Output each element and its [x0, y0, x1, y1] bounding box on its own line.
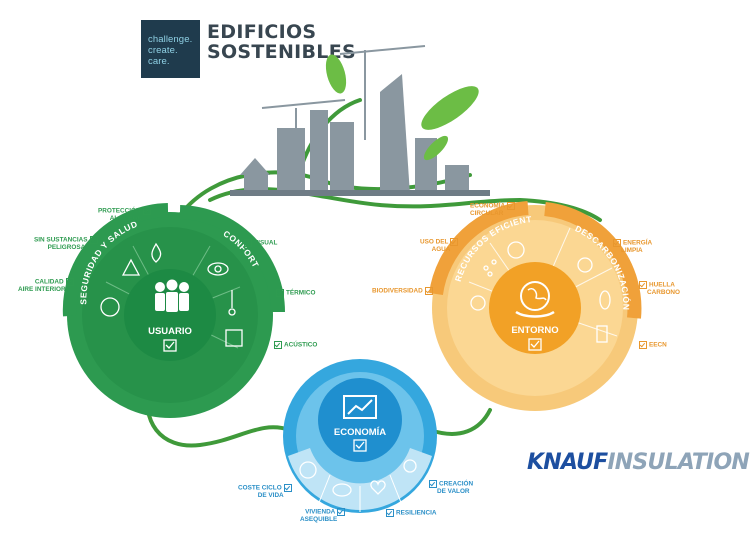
label-economia-circular: ECONOMÍA CIRCULAR [470, 202, 517, 218]
check-icon [386, 509, 394, 517]
usuario-center-label: USUARIO [148, 326, 192, 337]
label-vivienda-asequible: VIVIENDA ASEQUIBLE [300, 508, 347, 524]
check-icon [613, 239, 621, 247]
label-energia-limpia: ENERGÍA LIMPIA [611, 239, 652, 255]
cranes [261, 45, 426, 180]
entorno-left-band [429, 201, 529, 296]
usuario-check-icon [163, 339, 177, 352]
economia-check-icon [353, 439, 367, 452]
leaves [325, 54, 479, 161]
check-mark [355, 441, 365, 449]
check-icon [507, 202, 516, 210]
check-mark [165, 341, 175, 349]
label-uso-agua: USO DEL AGUA [420, 238, 460, 254]
label-acustico: ACÚSTICO [272, 341, 317, 349]
globe-hand-icon [515, 281, 555, 318]
eye-icon [207, 262, 229, 276]
coin-hand-icon [403, 459, 417, 473]
check-icon [244, 239, 252, 247]
circular-arrows-icon [507, 241, 525, 259]
lightbulb-icon [577, 257, 593, 273]
entorno-center-label: ENTORNO [511, 325, 558, 336]
label-resiliencia: RESILIENCIA [384, 509, 436, 517]
leaf-icon [470, 295, 486, 311]
cycle-icon [299, 461, 317, 479]
check-icon [89, 236, 98, 244]
footprint-icon [599, 290, 611, 310]
logo-line: challenge. [148, 34, 193, 45]
growth-chart-icon [343, 395, 377, 419]
economia-center-label: ECONOMÍA [334, 427, 386, 438]
check-icon [276, 289, 284, 297]
logo-line: care. [148, 56, 170, 67]
sound-bars-icon [225, 329, 243, 347]
hazard-icon [121, 258, 141, 276]
economia-sector-icons [299, 459, 417, 497]
check-icon [450, 238, 459, 246]
check-icon [274, 341, 282, 349]
label-visual: VISUAL [242, 239, 277, 247]
check-icon [639, 281, 647, 289]
air-fan-icon [100, 297, 120, 317]
people-icon [155, 279, 189, 312]
heart-icon [370, 480, 386, 495]
label-proteccion-fuego: PROTECCIÓN AL FUEGO [98, 207, 153, 223]
thermometer-bulb-icon [228, 308, 236, 316]
usuario-sector-icons [100, 242, 243, 347]
page-title: EDIFICIOS SOSTENIBLES [207, 22, 356, 62]
knauf-insulation-logo: KNAUFINSULATION [527, 450, 750, 475]
battery-icon [596, 325, 608, 343]
check-icon [424, 287, 433, 295]
check-icon [283, 484, 292, 492]
title-line: SOSTENIBLES [207, 41, 356, 63]
eye-pupil-icon [214, 265, 222, 273]
entorno-check-icon [528, 338, 542, 351]
check-icon [639, 341, 647, 349]
label-termico: TÉRMICO [274, 289, 315, 297]
label-huella-carbono: HUELLA CARBONO [637, 281, 680, 297]
logo-line: create. [148, 45, 178, 56]
challenge-logo: challenge. create. care. [141, 20, 200, 78]
piggy-bank-icon [332, 483, 352, 497]
check-icon [337, 508, 346, 516]
flame-icon [151, 242, 162, 263]
check-icon [65, 278, 74, 286]
check-icon [429, 480, 437, 488]
economia-wheel [283, 359, 437, 513]
title-line: EDIFICIOS [207, 21, 317, 43]
entorno-right-band [544, 202, 642, 319]
label-creacion-valor: CREACIÓN DE VALOR [427, 480, 473, 496]
check-mark [530, 340, 540, 348]
label-sin-sustancias: SIN SUSTANCIAS PELIGROSAS [34, 236, 100, 252]
city-skyline-illustration [230, 74, 490, 196]
brand-knauf: KNAUF [527, 450, 608, 475]
entorno-sector-icons [470, 241, 611, 343]
entorno-wheel [432, 205, 638, 411]
label-coste-ciclo: COSTE CICLO DE VIDA [238, 484, 294, 500]
label-biodiversidad: BIODIVERSIDAD [372, 287, 435, 295]
brand-insulation: INSULATION [607, 450, 749, 475]
check-icon [142, 207, 151, 215]
label-eecn: EECN [637, 341, 667, 349]
label-calidad-aire: CALIDAD AIRE INTERIOR [18, 278, 76, 294]
water-drops-icon [483, 265, 489, 271]
